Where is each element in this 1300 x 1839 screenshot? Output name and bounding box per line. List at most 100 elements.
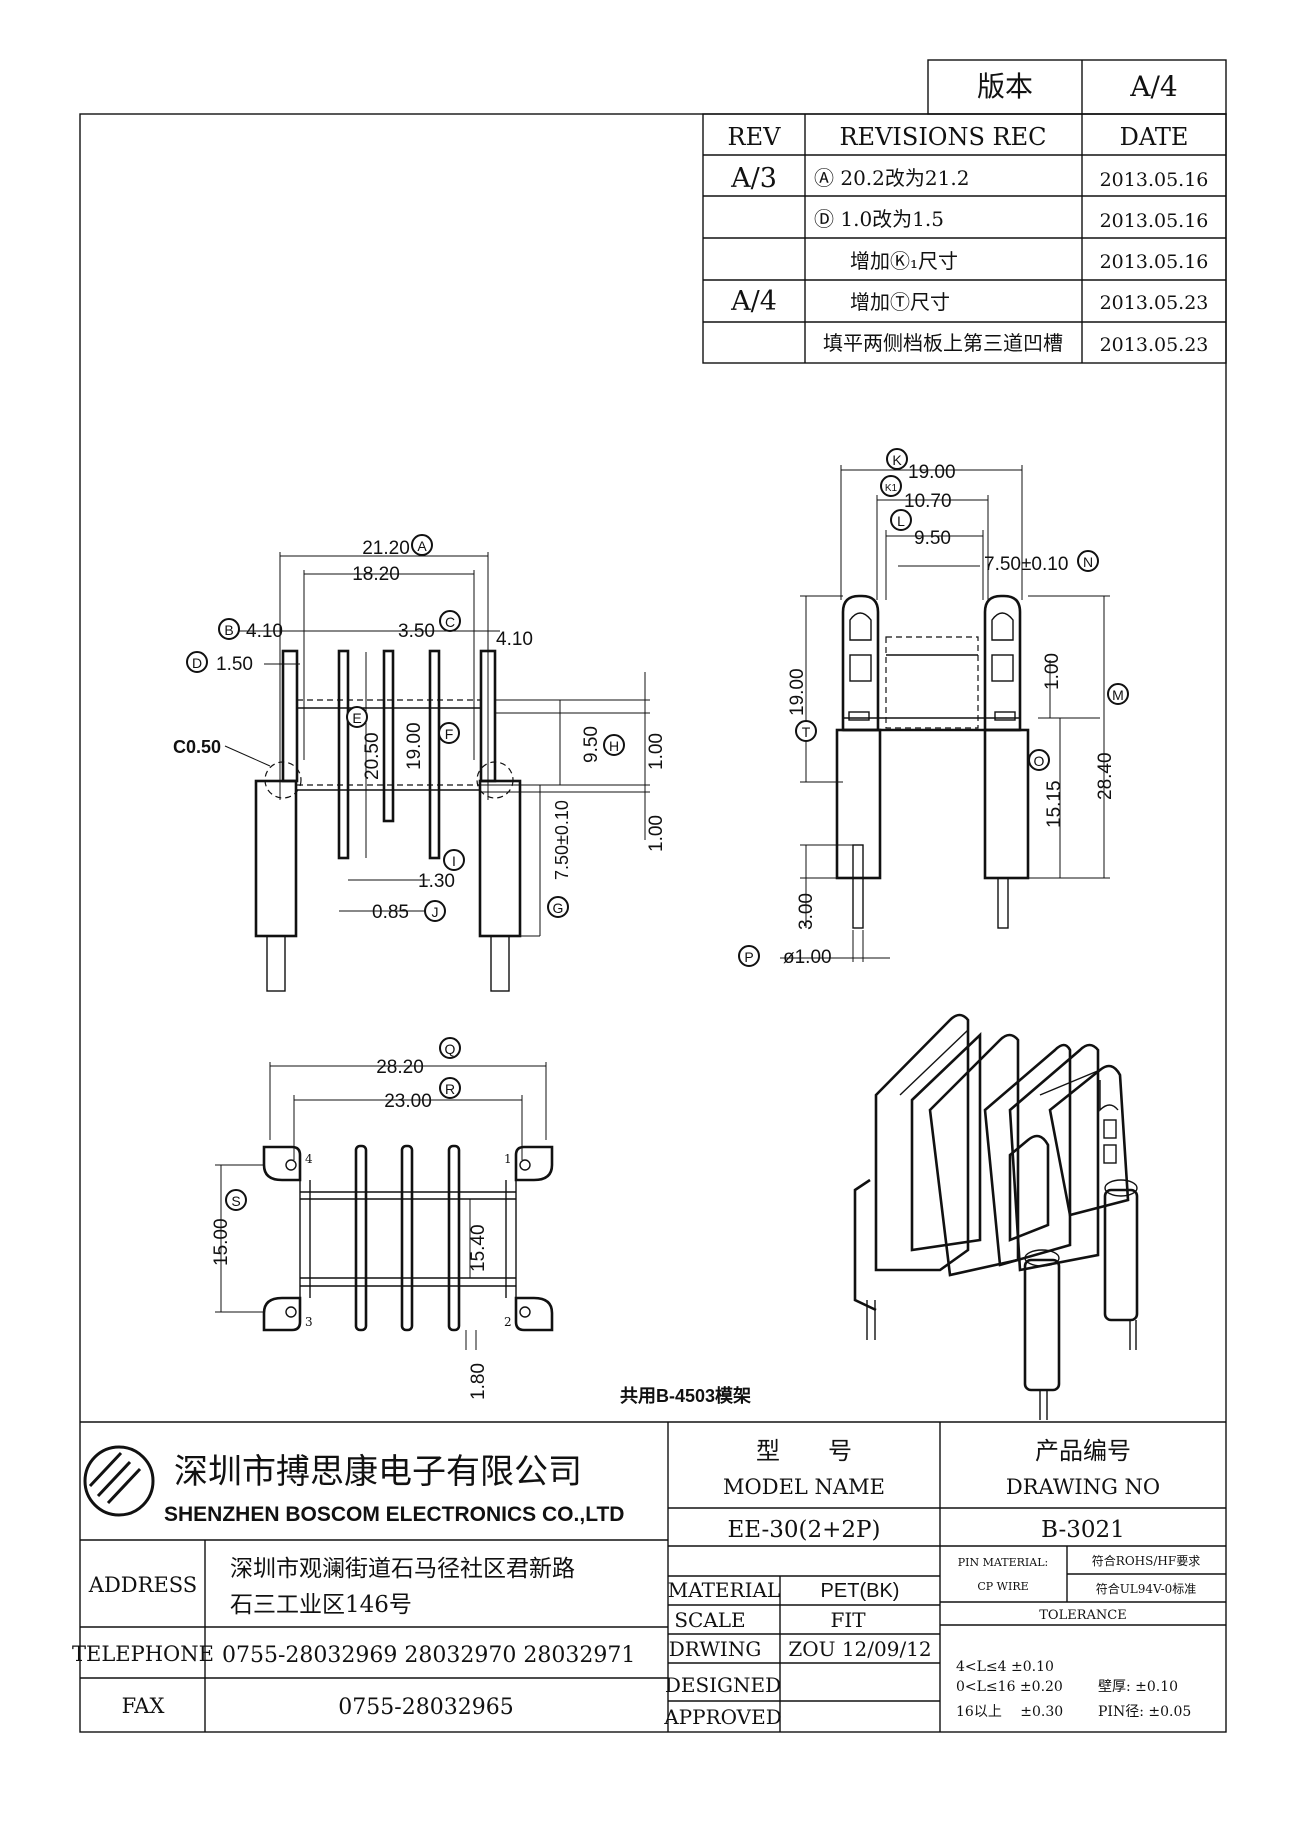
date-header: DATE [1120, 123, 1189, 151]
balloon-label: E [352, 710, 361, 726]
revision-table: REV REVISIONS REC DATE A/3 Ⓐ 20.2改为21.2 … [702, 113, 1227, 364]
pin-number: 2 [504, 1315, 512, 1329]
dim-text: 1.80 [468, 1363, 489, 1400]
bottom-view: 28.20 Q 23.00 R 4 3 1 2 [211, 1037, 554, 1400]
wall-tolerance: 壁厚: ±0.10 [1098, 1679, 1178, 1695]
version-label: 版本 [977, 70, 1033, 103]
pin-dia-tolerance: PIN径: ±0.05 [1098, 1704, 1191, 1720]
balloon-label: I [452, 853, 456, 869]
telephone-value: 0755-28032969 28032970 28032971 [222, 1643, 635, 1668]
note-cell: 填平两侧档板上第三道凹槽 [823, 331, 1063, 355]
sheet-border [79, 113, 1227, 1733]
balloon-label: C [445, 614, 455, 630]
material-value: PET(BK) [821, 1580, 900, 1602]
dim-text: 9.50 [914, 528, 951, 549]
fax-label: FAX [122, 1694, 165, 1718]
model-label-en: MODEL NAME [723, 1475, 885, 1499]
balloon-label: K [892, 452, 902, 468]
pin-material-value: CP WIRE [977, 1580, 1028, 1593]
side-view: K 19.00 K1 10.70 L 9.50 7.50±0.10 N [738, 448, 1129, 968]
balloon-label: H [609, 738, 619, 754]
dim-text: 0.85 [372, 902, 409, 923]
balloon-label: T [802, 724, 811, 740]
rev-cell: A/3 [730, 163, 777, 194]
dim-text: 3.50 [398, 621, 435, 642]
balloon-label: R [445, 1081, 455, 1097]
shared-mold-note: 共用B-4503模架 [620, 1385, 751, 1406]
dim-text: ø1.00 [783, 947, 832, 968]
address-line1: 深圳市观澜街道石马径社区君新路 [230, 1556, 575, 1582]
isometric-view [853, 1013, 1139, 1420]
dim-text: 1.50 [216, 654, 253, 675]
drawing-value: B-3021 [1041, 1517, 1125, 1543]
drawing-label-en: DRAWING NO [1006, 1475, 1160, 1499]
company-name-en: SHENZHEN BOSCOM ELECTRONICS CO.,LTD [164, 1503, 624, 1526]
dim-text: C0.50 [173, 737, 221, 757]
pin-number: 3 [305, 1315, 313, 1329]
address-label: ADDRESS [88, 1573, 197, 1597]
tolerance-line: 0<L≤16 ±0.20 [956, 1679, 1063, 1695]
designed-label: DESIGNED [665, 1673, 781, 1697]
dim-text: 1.00 [1042, 653, 1063, 690]
dim-text: 23.00 [384, 1091, 432, 1112]
ul-note: 符合UL94V-0标准 [1096, 1581, 1197, 1596]
drawing-label-cn: 产品编号 [1035, 1437, 1131, 1465]
dim-text: 4.10 [246, 621, 283, 642]
dim-text: 19.00 [908, 462, 956, 483]
balloon-label: G [553, 900, 564, 916]
pin-number: 1 [504, 1152, 512, 1166]
note-cell: Ⓓ 1.0改为1.5 [814, 207, 944, 231]
date-cell: 2013.05.16 [1100, 169, 1209, 191]
balloon-label: A [417, 538, 427, 554]
dim-text: 7.50±0.10 [552, 800, 572, 880]
dim-text: 15.15 [1044, 780, 1065, 828]
dim-text: 19.00 [787, 668, 808, 716]
balloon-label: J [432, 904, 439, 920]
date-cell: 2013.05.16 [1100, 251, 1209, 273]
balloon-label: B [224, 622, 233, 638]
tolerance-line: 16以上 ±0.30 [956, 1704, 1063, 1720]
dim-text: 21.20 [362, 538, 410, 559]
version-box: 版本 A/4 [927, 59, 1227, 115]
date-cell: 2013.05.23 [1100, 292, 1209, 314]
rohs-note: 符合ROHS/HF要求 [1092, 1553, 1200, 1568]
dim-text: 3.00 [796, 893, 817, 930]
note-cell: 增加Ⓚ₁尺寸 [850, 249, 958, 273]
version-value: A/4 [1129, 70, 1177, 103]
dim-text: 10.70 [904, 491, 952, 512]
balloon-label: P [744, 949, 753, 965]
model-label-cn: 型 号 [756, 1437, 852, 1465]
approved-label: APPROVED [663, 1705, 782, 1729]
balloon-label: N [1083, 554, 1093, 570]
model-value: EE-30(2+2P) [727, 1517, 880, 1543]
balloon-label: L [897, 513, 905, 529]
tolerance-label: TOLERANCE [1039, 1608, 1126, 1623]
balloon-label: K1 [885, 483, 898, 494]
revisions-rec-header: REVISIONS REC [839, 123, 1046, 151]
balloon-label: F [445, 726, 454, 742]
pin-material-label: PIN MATERIAL: [958, 1556, 1048, 1569]
address-line2: 石三工业区146号 [230, 1592, 412, 1618]
dim-text: 18.20 [352, 564, 400, 585]
title-block: 深圳市搏思康电子有限公司 SHENZHEN BOSCOM ELECTRONICS… [72, 1421, 1226, 1732]
dim-text: 15.00 [211, 1218, 232, 1266]
dim-text: 1.00 [646, 733, 667, 770]
dim-text: 4.10 [496, 629, 533, 650]
drwing-value: ZOU 12/09/12 [788, 1637, 931, 1661]
date-cell: 2013.05.16 [1100, 210, 1209, 232]
telephone-label: TELEPHONE [72, 1642, 214, 1666]
balloon-label: D [192, 655, 202, 671]
dim-text: 28.20 [376, 1057, 424, 1078]
rev-cell: A/4 [730, 286, 777, 317]
scale-label: SCALE [674, 1608, 745, 1632]
dim-text: 9.50 [581, 726, 602, 763]
dim-text: 15.40 [468, 1224, 489, 1272]
date-cell: 2013.05.23 [1100, 334, 1209, 356]
front-view: 21.20 A 18.20 B 4.10 3.50 C 4.10 D 1.50 [173, 534, 667, 992]
note-cell: 增加Ⓣ尺寸 [850, 290, 950, 314]
balloon-label: M [1112, 687, 1124, 703]
dim-text: 19.00 [404, 722, 425, 770]
balloon-label: S [231, 1193, 240, 1209]
dim-text: 1.00 [646, 815, 667, 852]
